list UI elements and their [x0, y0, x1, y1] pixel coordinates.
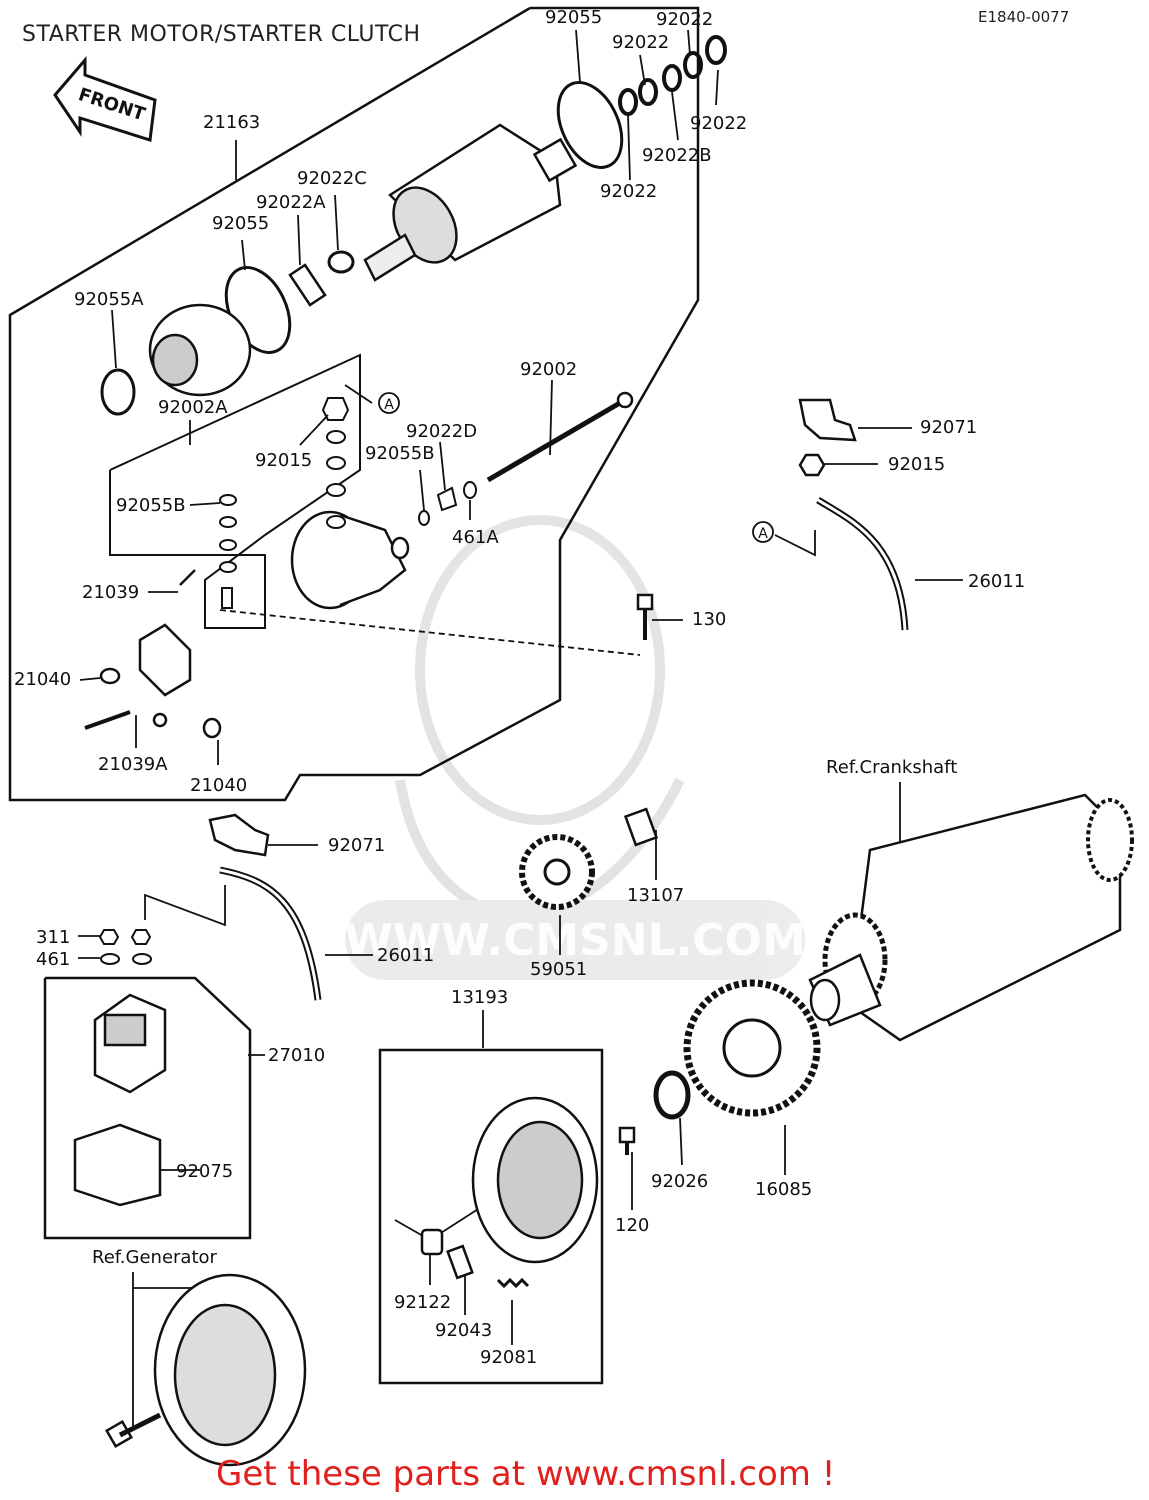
rear-cover: [290, 510, 410, 610]
callout-26011-right[interactable]: 26011: [968, 571, 1026, 592]
callout-21163[interactable]: 21163: [203, 112, 261, 133]
cable-26011-right: [816, 497, 909, 631]
page-title: STARTER MOTOR/STARTER CLUTCH: [22, 22, 421, 47]
callout-92055B-left[interactable]: 92055B: [116, 495, 186, 516]
callout-26011-left[interactable]: 26011: [377, 945, 435, 966]
washer-461-a: [100, 953, 120, 965]
callout-92055-mid[interactable]: 92055: [212, 213, 270, 234]
roller-92122: [420, 1228, 444, 1256]
nut-92015-mid: [321, 397, 350, 421]
callout-13193[interactable]: 13193: [451, 987, 509, 1008]
callout-13107[interactable]: 13107: [627, 885, 685, 906]
callout-92022A[interactable]: 92022A: [256, 192, 326, 213]
washer-461-b: [132, 953, 152, 965]
collar-92026: [653, 1070, 691, 1120]
plate-92022A: [288, 263, 327, 307]
callout-92002A[interactable]: 92002A: [158, 397, 228, 418]
watermark-text: WWW.CMSNL.COM: [344, 915, 806, 966]
callout-21039A[interactable]: 21039A: [98, 754, 168, 775]
washer-92022D: [436, 486, 458, 512]
front-arrow: FRONT: [53, 55, 157, 142]
callout-120[interactable]: 120: [615, 1215, 650, 1236]
end-cover-subassembly-outline: [109, 353, 361, 629]
callout-92122[interactable]: 92122: [394, 1292, 452, 1313]
callout-92022-a[interactable]: 92022: [656, 9, 714, 30]
callout-21040-bottom[interactable]: 21040: [190, 775, 248, 796]
o-ring-92055-top: [556, 81, 624, 169]
starter-assembly-outline: [8, 6, 700, 802]
shaft-13107: [623, 807, 659, 847]
washer-92022-4: [705, 35, 727, 65]
generator-rotor: [104, 1273, 307, 1467]
callout-92022-b[interactable]: 92022: [612, 32, 670, 53]
cms-watermark: [345, 515, 805, 980]
nut-461A: [463, 481, 477, 499]
crankshaft: [808, 793, 1134, 1042]
o-ring-92055A: [100, 368, 136, 416]
through-bolt-92002: [486, 397, 627, 483]
terminal-cap-92071-right: [798, 398, 857, 442]
plunger-92043: [446, 1244, 474, 1280]
starter-motor-body: [363, 123, 578, 282]
callout-27010[interactable]: 27010: [268, 1045, 326, 1066]
callout-92022-d[interactable]: 92022: [600, 181, 658, 202]
reference-marker-a-2: [752, 521, 774, 543]
callout-461A[interactable]: 461A: [452, 527, 499, 548]
nut-311-b: [130, 929, 152, 945]
washer-92022C: [327, 250, 355, 274]
callout-92022C[interactable]: 92022C: [297, 168, 367, 189]
callout-16085[interactable]: 16085: [755, 1179, 813, 1200]
callout-92022-c[interactable]: 92022: [690, 113, 748, 134]
callout-92055B-mid[interactable]: 92055B: [365, 443, 435, 464]
callout-92022B[interactable]: 92022B: [642, 145, 712, 166]
callout-461[interactable]: 461: [36, 949, 71, 970]
callout-92071-right[interactable]: 92071: [920, 417, 978, 438]
diagram-code: E1840-0077: [978, 8, 1070, 26]
promo-link[interactable]: Get these parts at www.cmsnl.com !: [216, 1454, 836, 1494]
starter-relay-27010: [93, 993, 167, 1094]
brush-holder-21040: [84, 569, 222, 739]
washer-92022B: [662, 64, 682, 92]
callout-59051[interactable]: 59051: [530, 959, 588, 980]
callout-92043[interactable]: 92043: [435, 1320, 493, 1341]
callout-92075[interactable]: 92075: [176, 1161, 234, 1182]
callout-92071-left[interactable]: 92071: [328, 835, 386, 856]
reference-marker-a-1: [378, 392, 400, 414]
callout-92015-right[interactable]: 92015: [888, 454, 946, 475]
o-ring-92055B-small: [418, 510, 430, 526]
relay-cover-92075: [73, 1123, 162, 1207]
relay-assembly-outline: [43, 976, 252, 1240]
nut-311-a: [98, 929, 120, 945]
reference-marker-a-2-label: A: [758, 526, 768, 542]
callout-311[interactable]: 311: [36, 927, 71, 948]
callout-92015-mid[interactable]: 92015: [255, 450, 313, 471]
terminal-cap-92071-left: [208, 813, 270, 857]
starter-clutch-13193: [471, 1096, 599, 1264]
ref-generator-label: Ref.Generator: [92, 1247, 217, 1268]
callout-21040-left[interactable]: 21040: [14, 669, 72, 690]
callout-21039[interactable]: 21039: [82, 582, 140, 603]
callout-92026[interactable]: 92026: [651, 1171, 709, 1192]
callout-92022D[interactable]: 92022D: [406, 421, 478, 442]
washer-92022-1: [618, 88, 638, 116]
callout-130[interactable]: 130: [692, 609, 727, 630]
callout-92055A[interactable]: 92055A: [74, 289, 144, 310]
bolt-130: [636, 593, 654, 640]
callout-92055-top[interactable]: 92055: [545, 7, 603, 28]
callout-92002[interactable]: 92002: [520, 359, 578, 380]
callout-92081[interactable]: 92081: [480, 1347, 538, 1368]
starter-clutch-outline: [378, 1048, 604, 1385]
washer-92022-3: [683, 51, 703, 79]
nut-92015-right: [798, 453, 826, 477]
bolt-120: [618, 1126, 636, 1155]
spring-92081: [496, 1277, 530, 1289]
ref-crankshaft-label: Ref.Crankshaft: [826, 757, 958, 778]
front-cover-92002A: [148, 303, 252, 397]
washer-92022-2: [638, 78, 658, 106]
reference-marker-a-1-label: A: [384, 397, 394, 413]
